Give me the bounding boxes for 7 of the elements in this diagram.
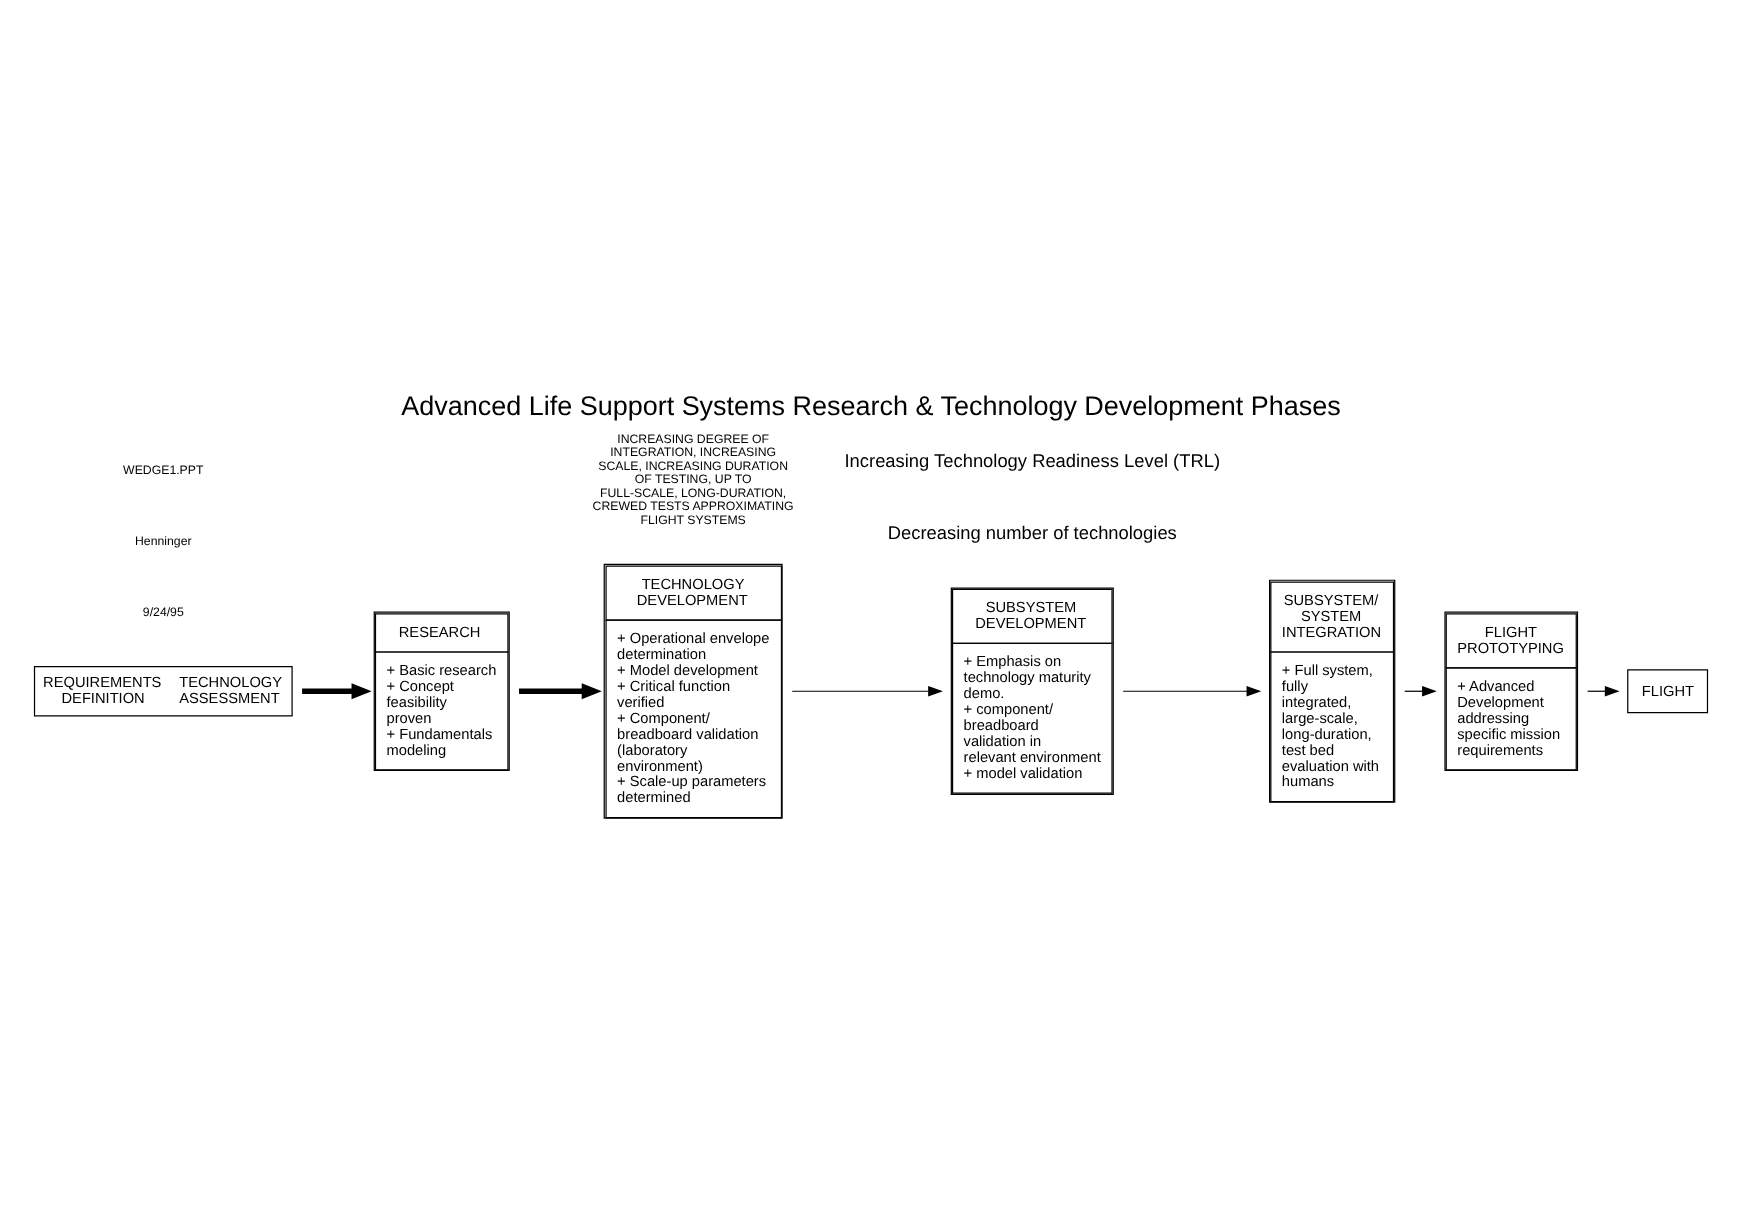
arrow <box>791 686 943 697</box>
label: Increasing Technology Readiness Level (TRL) <box>844 451 1221 472</box>
arrow <box>302 683 372 700</box>
arrow <box>519 683 602 700</box>
diagram-title: Advanced Life Support Systems Research & Technology Development Phases <box>401 391 1341 422</box>
label: Decreasing number of technologies <box>887 522 1177 543</box>
arrow <box>1122 686 1262 697</box>
